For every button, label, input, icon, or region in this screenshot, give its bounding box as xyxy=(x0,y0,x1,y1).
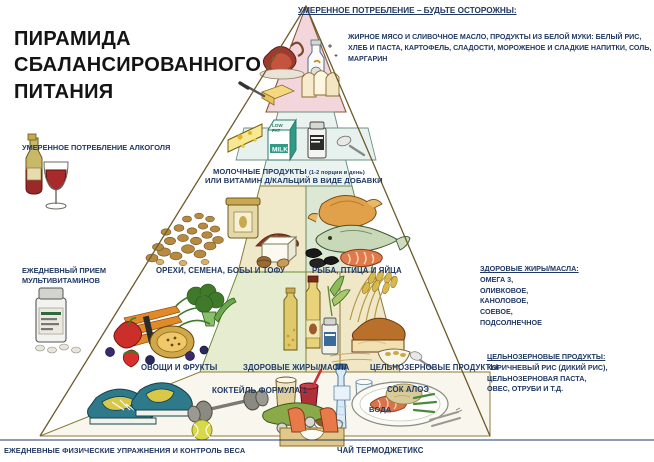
footer-caption-exercise: ЕЖЕДНЕВНЫЕ ФИЗИЧЕСКИЕ УПРАЖНЕНИЯ И КОНТР… xyxy=(4,446,246,455)
svg-text:LOW: LOW xyxy=(272,123,283,128)
whole-grain-item: КОРИЧНЕВЫЙ РИС (ДИКИЙ РИС), xyxy=(487,362,608,372)
annotation-moderate-consumption: УМЕРЕННОЕ ПОТРЕБЛЕНИЕ – БУДЬТЕ ОСТОРОЖНЫ… xyxy=(298,6,517,17)
grain-food-icons xyxy=(329,270,433,369)
pyramid-edge-right xyxy=(305,5,491,437)
tier-caption-aloe-juice: СОК АЛОЭ xyxy=(387,385,430,394)
annotation-alcohol-label: УМЕРЕННОЕ ПОТРЕБЛЕНИЕ АЛКОГОЛЯ xyxy=(22,143,171,152)
healthy-fats-item: КАНОЛОВОЕ, xyxy=(480,296,529,306)
nuts-food-icons xyxy=(145,197,299,268)
footer-caption-tea: ЧАЙ ТЕРМОДЖЕТИКС xyxy=(337,446,424,455)
svg-text:FAT: FAT xyxy=(272,128,281,133)
annotation-healthy-fats: ЗДОРОВЫЕ ЖИРЫ/МАСЛА: ОМЕГА 3, ОЛИВКОВОЕ,… xyxy=(480,264,579,329)
healthy-fats-item: ОЛИВКОВОЕ, xyxy=(480,285,529,295)
tier-caption-healthy-oils: ЗДОРОВЫЕ ЖИРЫ/МАСЛА xyxy=(243,363,350,372)
moderate-item: КАРТОФЕЛЬ, xyxy=(404,43,452,52)
whole-grain-item: ЦЕЛЬНОЗЕРНОВАЯ ПАСТА, xyxy=(487,373,587,383)
moderate-item: ЖИРНОЕ МЯСО И СЛИВОЧНОЕ МАСЛО, xyxy=(348,33,489,41)
annotation-alcohol: УМЕРЕННОЕ ПОТРЕБЛЕНИЕ АЛКОГОЛЯ xyxy=(22,143,170,153)
tier-caption-fish: РЫБА, ПТИЦА И ЯЙЦА xyxy=(312,266,402,275)
moderate-item: МАРГАРИН xyxy=(348,54,388,63)
whole-grain-header: ЦЕЛЬНОЗЕРНОВЫЕ ПРОДУКТЫ: xyxy=(487,352,606,361)
tier-caption-vegetables: ОВОЩИ И ФРУКТЫ xyxy=(141,363,218,372)
tier-caption-dairy-line-1: МОЛОЧНЫЕ ПРОДУКТЫ (1-2 порции в день) xyxy=(213,167,365,176)
moderate-item: СЛАДОСТИ, МОРОЖЕНОЕ И СЛАДКИЕ НАПИТКИ, xyxy=(453,43,627,52)
annotation-moderate-header: УМЕРЕННОЕ ПОТРЕБЛЕНИЕ – БУДЬТЕ ОСТОРОЖНЫ… xyxy=(298,6,517,15)
multivitamins-line-2: МУЛЬТИВИТАМИНОВ xyxy=(22,275,100,285)
whole-grain-item: ОВЕС, ОТРУБИ И Т.Д. xyxy=(487,384,564,394)
tier-caption-whole-grain: ЦЕЛЬНОЗЕРНОВЫЕ ПРОДУКТЫ xyxy=(370,363,499,372)
healthy-fats-item: СОЕВОЕ, xyxy=(480,307,513,317)
annotation-moderate-items: ЖИРНОЕ МЯСО И СЛИВОЧНОЕ МАСЛО, ПРОДУКТЫ … xyxy=(348,32,654,64)
veg-food-icons xyxy=(105,283,237,368)
dairy-servings-note: (1-2 порции в день) xyxy=(308,170,365,176)
healthy-fats-item: ОМЕГА 3, xyxy=(480,274,514,284)
base-food-icons xyxy=(87,363,463,447)
title-line-1: ПИРАМИДА xyxy=(14,28,131,50)
tier-caption-dairy-line-2: ИЛИ ВИТАМИН Д/КАЛЬЦИЙ В ВИДЕ ДОБАВКИ xyxy=(205,176,383,185)
page-title: ПИРАМИДА СБАЛАНСИРОВАННОГО ПИТАНИЯ xyxy=(14,26,294,105)
fish-food-icons xyxy=(305,195,411,268)
title-line-3: ПИТАНИЯ xyxy=(14,80,114,103)
healthy-fats-item: ПОДСОЛНЕЧНОЕ xyxy=(480,317,542,327)
svg-text:MILK: MILK xyxy=(272,147,288,154)
multivitamins-line-1: ЕЖЕДНЕВНЫЙ ПРИЕМ xyxy=(22,266,106,275)
apex-food-icons xyxy=(238,39,340,106)
dairy-food-icons: MILK LOW FAT xyxy=(227,118,366,162)
annotation-multivitamins: ЕЖЕДНЕВНЫЙ ПРИЕМ МУЛЬТИВИТАМИНОВ xyxy=(22,266,106,285)
tier-caption-nuts: ОРЕХИ, СЕМЕНА, БОБЫ И ТОФУ xyxy=(156,266,286,275)
tier-caption-formula-shake: КОКТЕЙЛЬ ФОРМУЛА 1 xyxy=(212,386,308,395)
moderate-item: ПРОДУКТЫ ИЗ БЕЛОЙ МУКИ: БЕЛЫЙ РИС, ХЛЕБ … xyxy=(348,33,642,52)
tier-caption-water: ВОДА xyxy=(369,405,392,414)
healthy-fats-header: ЗДОРОВЫЕ ЖИРЫ/МАСЛА: xyxy=(480,264,579,273)
pyramid-edge-left xyxy=(39,5,307,437)
annotation-whole-grain: ЦЕЛЬНОЗЕРНОВЫЕ ПРОДУКТЫ: КОРИЧНЕВЫЙ РИС … xyxy=(487,352,607,395)
moderate-item: СОЛЬ, xyxy=(628,43,652,52)
title-line-2: СБАЛАНСИРОВАННОГО xyxy=(14,54,262,77)
oils-food-icons xyxy=(283,275,351,355)
